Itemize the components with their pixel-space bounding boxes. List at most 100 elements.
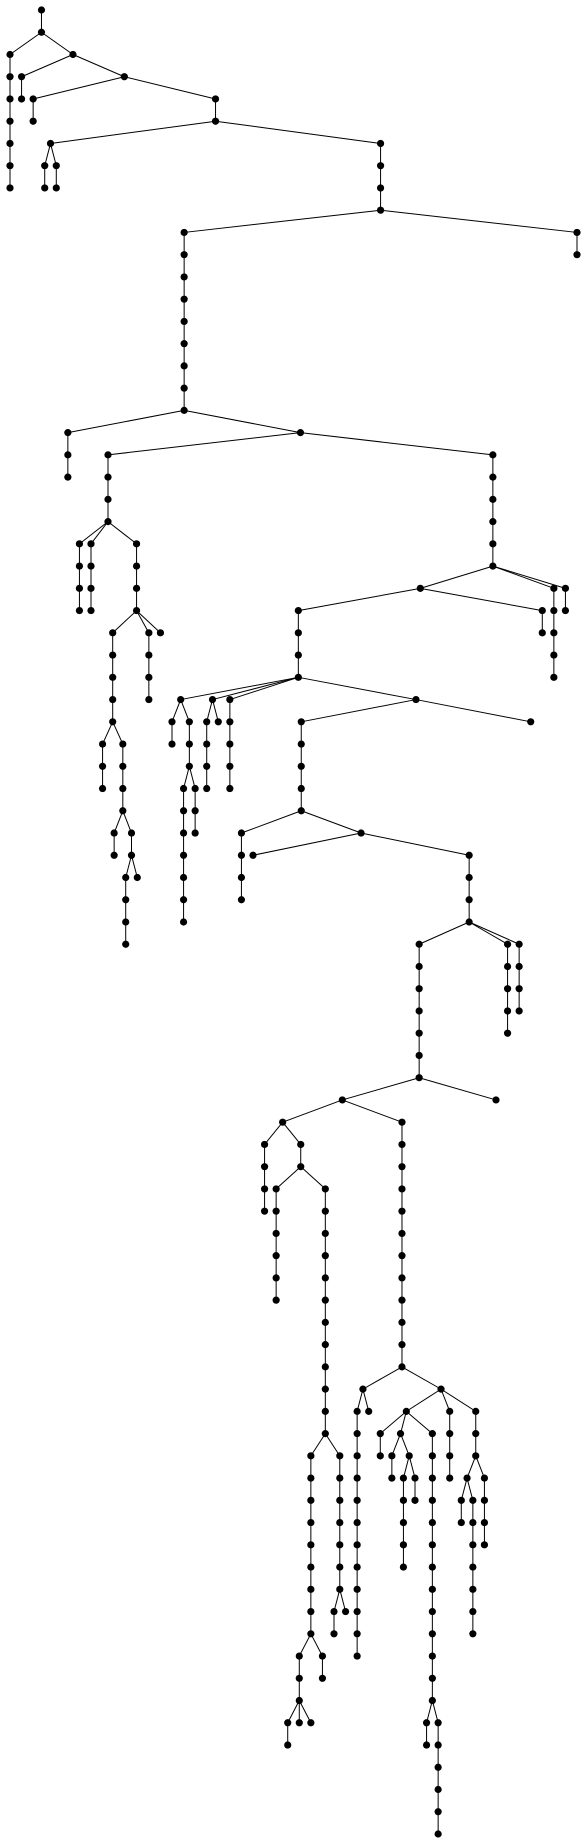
tree-edge — [408, 1455, 416, 1479]
tree-node — [415, 940, 423, 948]
tree-node — [284, 1741, 292, 1749]
tree-node — [226, 740, 234, 748]
tree-node — [515, 1007, 523, 1015]
tree-node — [260, 1207, 269, 1215]
tree-node — [398, 1341, 406, 1349]
tree-edge — [362, 1388, 370, 1412]
tree-node — [109, 651, 117, 659]
tree-node — [398, 1229, 406, 1238]
tree-node — [465, 851, 473, 859]
tree-edge — [391, 1433, 402, 1457]
tree-edge — [212, 676, 299, 701]
tree-edge — [420, 587, 543, 612]
tree-node — [64, 429, 72, 437]
tree-node — [180, 384, 188, 392]
tree-node — [336, 1518, 344, 1527]
tree-node — [469, 1585, 477, 1593]
tree-node — [428, 1474, 436, 1482]
tree-node — [411, 1474, 419, 1482]
tree-node — [330, 1630, 338, 1638]
tree-node — [402, 1407, 410, 1415]
tree-node — [398, 1118, 406, 1126]
tree-node — [321, 1341, 329, 1349]
tree-edge — [468, 921, 520, 945]
tree-node — [428, 1496, 436, 1504]
tree-node — [180, 295, 188, 303]
tree-node — [297, 718, 305, 726]
tree-node — [132, 562, 141, 570]
tree-node — [457, 1496, 465, 1504]
tree-node — [561, 606, 570, 615]
tree-node — [353, 1541, 361, 1549]
tree-node — [237, 829, 246, 837]
tree-node — [434, 1808, 442, 1816]
tree-node — [399, 1563, 408, 1571]
tree-node — [110, 829, 118, 837]
tree-node — [336, 1474, 344, 1482]
tree-node — [297, 762, 305, 770]
tree-node — [321, 1207, 329, 1215]
tree-node — [272, 1252, 280, 1260]
tree-node — [465, 873, 473, 882]
tree-node — [318, 1652, 327, 1660]
tree-edge — [298, 676, 417, 701]
tree-node — [469, 1496, 477, 1504]
tree-node — [465, 918, 473, 926]
tree-node — [191, 829, 199, 837]
tree-node — [398, 1318, 406, 1326]
tree-node — [185, 740, 193, 748]
tree-node — [180, 340, 188, 348]
tree-node — [203, 718, 211, 726]
tree-node — [185, 718, 193, 726]
tree-node — [29, 95, 37, 103]
tree-node — [388, 1452, 396, 1460]
tree-node — [37, 6, 46, 14]
tree-edge — [112, 610, 137, 634]
tree-node — [469, 1563, 477, 1571]
tree-edge — [431, 1700, 439, 1723]
tree-edge — [215, 120, 381, 144]
tree-node — [434, 1741, 442, 1749]
tree-node — [296, 429, 305, 437]
tree-node — [434, 1763, 442, 1771]
tree-node — [503, 962, 512, 971]
tree-node — [503, 1007, 512, 1015]
tree-edge — [440, 1388, 477, 1412]
tree-node — [321, 1252, 329, 1260]
tree-node — [338, 1096, 346, 1104]
tree-node — [297, 1140, 305, 1149]
tree-node — [465, 896, 473, 904]
tree-node — [211, 117, 220, 125]
tree-edge — [466, 1477, 474, 1501]
tree-node — [180, 317, 188, 326]
tree-node — [226, 762, 234, 770]
tree-node — [434, 1785, 442, 1794]
tree-node — [376, 162, 385, 170]
tree-node — [279, 1118, 287, 1126]
tree-edge — [298, 1633, 312, 1657]
tree-node — [6, 117, 14, 125]
tree-edge — [333, 1589, 341, 1612]
tree-edge — [324, 1433, 341, 1457]
tree-node — [437, 1385, 445, 1393]
tree-node — [321, 1318, 329, 1326]
tree-node — [446, 1452, 454, 1460]
tree-node — [365, 1407, 373, 1415]
tree-node — [168, 740, 176, 748]
tree-node — [405, 1452, 413, 1460]
tree-node — [489, 451, 497, 459]
tree-node — [376, 139, 385, 148]
tree-edge — [406, 1388, 442, 1412]
tree-node — [307, 1518, 315, 1527]
tree-node — [399, 1518, 408, 1527]
tree-node — [480, 1541, 489, 1549]
tree-node — [398, 1140, 406, 1149]
tree-node — [179, 896, 188, 904]
tree-node — [503, 940, 512, 948]
tree-edge — [107, 521, 137, 545]
tree-node — [307, 1630, 315, 1638]
tree-node — [573, 251, 581, 259]
tree-node — [457, 1518, 465, 1527]
tree-node — [226, 695, 234, 704]
